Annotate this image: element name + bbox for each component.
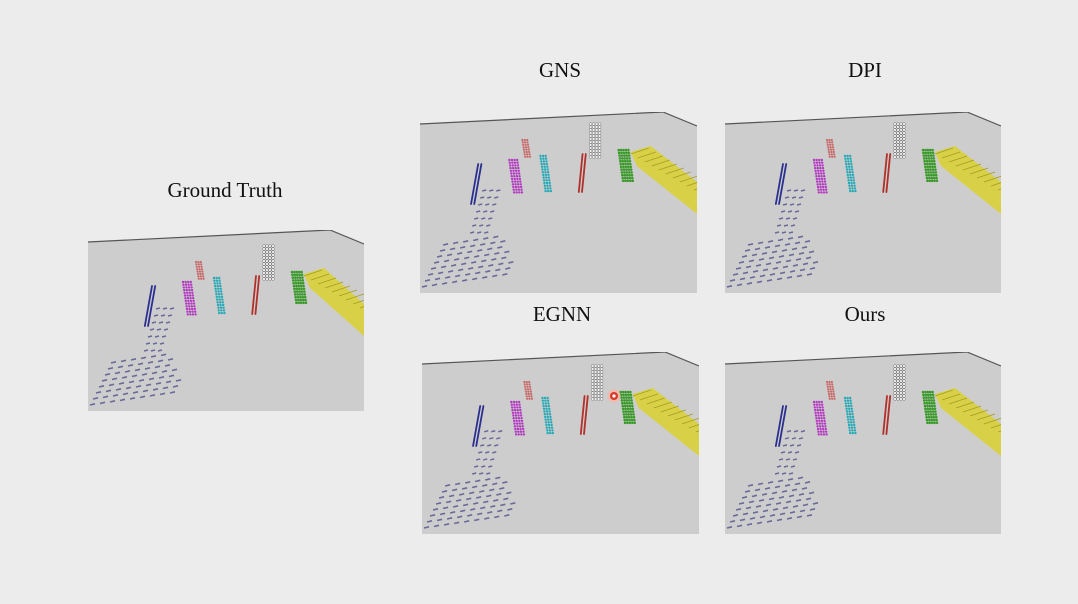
cursor-marker-icon [607,389,621,403]
title-gns: GNS [538,58,581,82]
title-egnn: EGNN [532,302,592,326]
title-ground-truth: Ground Truth [167,178,283,202]
scene-ours [725,352,1001,534]
title-dpi: DPI [848,58,882,82]
scene-ground-truth [88,230,364,411]
scene-dpi [725,112,1001,293]
title-ours: Ours [844,302,886,326]
scene-egnn [422,352,699,534]
scene-gns [420,112,697,293]
